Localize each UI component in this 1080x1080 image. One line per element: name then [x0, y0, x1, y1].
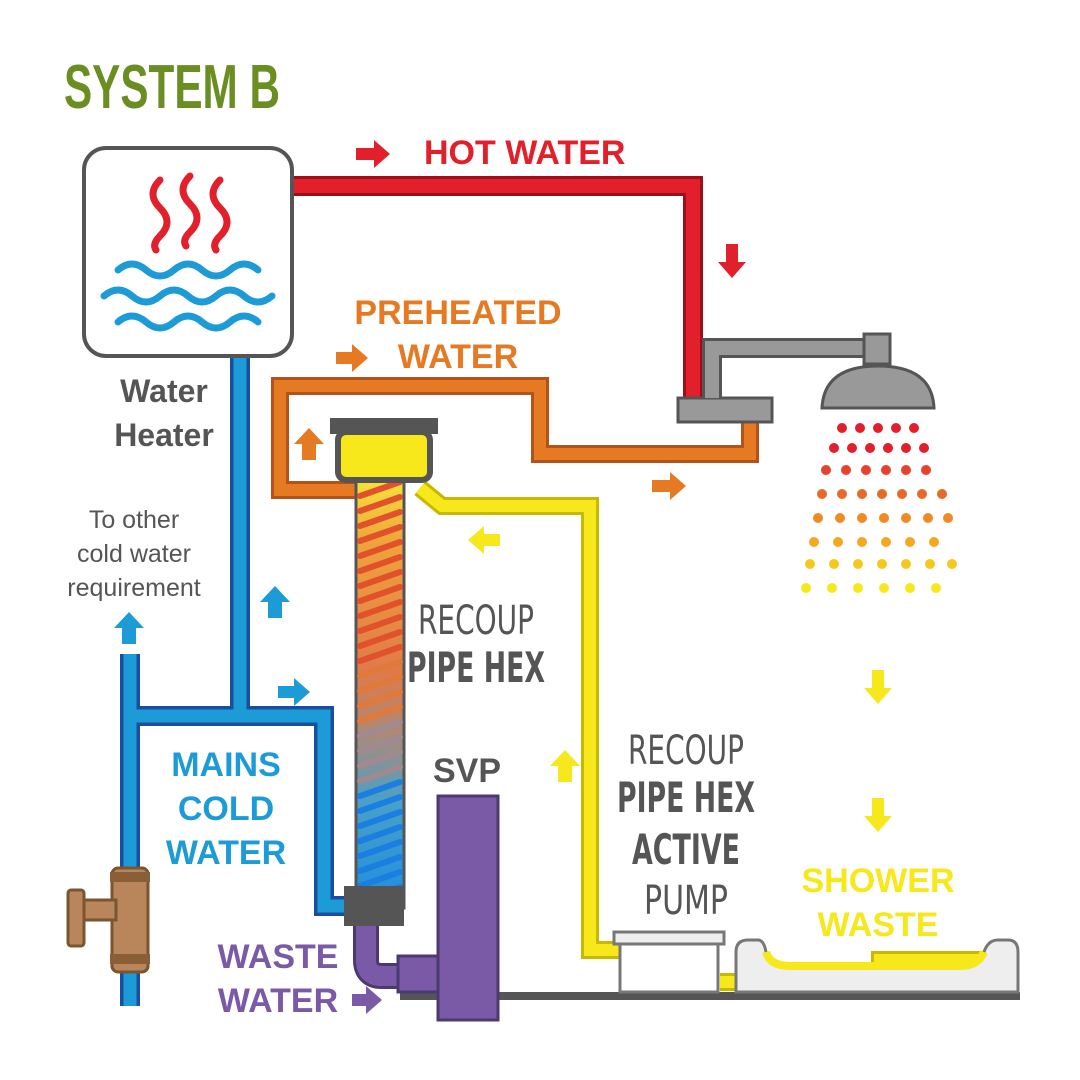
water-heater — [82, 146, 294, 358]
other-cold-water-label-line3: requirement — [67, 574, 200, 602]
shower-spray — [801, 423, 957, 593]
floor-line — [400, 992, 1020, 1000]
waste-water-label: WASTE — [218, 938, 339, 976]
recoup-pipe-hex-unit — [330, 418, 438, 926]
heat-waves-icon — [149, 172, 231, 254]
shower-waste-label: SHOWER — [802, 862, 955, 900]
preheated-water-label-line2: WATER — [398, 338, 518, 376]
shower-waste-label-line2: WASTE — [818, 906, 939, 944]
water-heater-label: Water — [120, 373, 208, 409]
active-pump-label-line3: ACTIVE — [632, 825, 740, 874]
recoup-pipe-hex-label-line2: PIPE HEX — [407, 643, 545, 692]
svp-label: SVP — [433, 752, 501, 790]
diagram-title: SYSTEM B — [64, 53, 280, 122]
mains-cold-water-label-line2: COLD — [178, 790, 274, 828]
water-heater-label-line2: Heater — [114, 417, 214, 453]
active-pump — [612, 930, 726, 994]
recoup-pipe-hex-label: RECOUP — [418, 598, 534, 644]
active-pump-label: RECOUP — [628, 728, 744, 774]
water-tap-icon — [66, 866, 150, 974]
mains-cold-water-label-line3: WATER — [166, 834, 286, 872]
water-waves-icon — [100, 260, 276, 332]
svp-stack — [353, 794, 500, 1022]
other-cold-water-label-line2: cold water — [77, 540, 191, 568]
flow-arrow-icon — [114, 140, 892, 1014]
preheated-water-label: PREHEATED — [354, 294, 561, 332]
active-pump-label-line2: PIPE HEX — [617, 773, 755, 822]
shower-head-icon — [676, 332, 936, 424]
other-cold-water-label: To other — [89, 506, 179, 534]
mains-cold-water-label: MAINS — [171, 746, 281, 784]
active-pump-label-line4: PUMP — [644, 878, 728, 924]
hot-water-label: HOT WATER — [424, 134, 625, 172]
waste-water-label-line2: WATER — [218, 982, 338, 1020]
